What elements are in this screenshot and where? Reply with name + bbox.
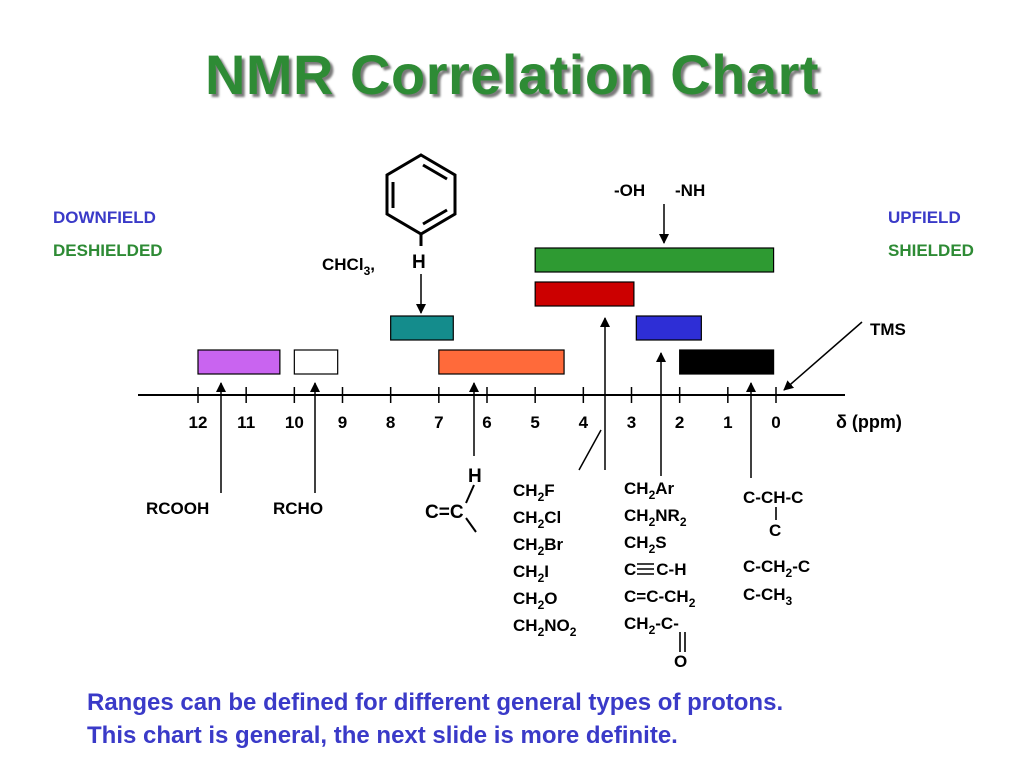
range-bar-allylic	[635, 315, 702, 341]
axis-tick-label: 0	[771, 413, 780, 432]
range-bar-alkyl	[679, 349, 775, 375]
axis-tick-label: 11	[237, 413, 255, 432]
allylic-item: CH2Ar	[624, 479, 675, 502]
allylic-item: CH2S	[624, 533, 667, 556]
benzene-ring-icon	[385, 153, 457, 246]
shielded-label: SHIELDED	[888, 241, 974, 260]
vinyl-bond-up	[465, 484, 475, 504]
axis-tick-label: 12	[189, 413, 208, 432]
oh-label: -OH	[614, 181, 645, 200]
tms-label: TMS	[870, 320, 906, 339]
range-bar-vinyl	[438, 349, 565, 375]
axis-tick-label: 7	[434, 413, 443, 432]
range-bar-rcooh	[197, 349, 281, 375]
halide-item: CH2Cl	[513, 508, 561, 531]
axis-tick-label: 3	[627, 413, 636, 432]
deshielded-label: DESHIELDED	[53, 241, 163, 260]
alkyl-ch3-label: C-CH3	[743, 585, 793, 608]
halide-leader-line	[578, 429, 602, 471]
aromatic-h-label: H	[412, 252, 426, 273]
halide-item: CH2NO2	[513, 616, 577, 639]
triple-bond-icon	[637, 563, 654, 575]
axis-tick-label: 1	[723, 413, 732, 432]
axis-tick-label: 2	[675, 413, 684, 432]
alkyl-ch-label: C-CH-C	[743, 488, 803, 507]
upfield-label: UPFIELD	[888, 208, 961, 227]
rcho-label: RCHO	[273, 499, 323, 518]
range-bars	[197, 247, 775, 375]
allylic-carbonyl-o: O	[674, 652, 687, 671]
halide-item: CH2F	[513, 481, 555, 504]
rcooh-label: RCOOH	[146, 499, 209, 518]
halide-item: CH2Br	[513, 535, 564, 558]
range-bar-halide	[534, 281, 635, 307]
vinyl-label: C=C	[425, 502, 464, 523]
vinyl-h-label: H	[468, 466, 482, 487]
axis-tick-label: 4	[579, 413, 589, 432]
axis-tick-label: 8	[386, 413, 395, 432]
tms-arrow	[783, 321, 863, 391]
axis-tick-label: 9	[338, 413, 347, 432]
allylic-item: CH2NR2	[624, 506, 687, 529]
range-bar-aromatic	[390, 315, 454, 341]
carbonyl-double-bond-icon	[679, 632, 686, 652]
halide-item: CH2O	[513, 589, 557, 612]
footer-line-1: Ranges can be defined for different gene…	[87, 689, 784, 716]
axis-label: δ (ppm)	[836, 412, 902, 432]
footer-text: Ranges can be defined for different gene…	[87, 686, 987, 752]
alkyl-ch2-label: C-CH2-C	[743, 557, 810, 580]
range-bar-oh-nh	[534, 247, 775, 273]
axis-tick-label: 5	[530, 413, 539, 432]
axis-tick-label: 10	[285, 413, 304, 432]
downfield-label: DOWNFIELD	[53, 208, 156, 227]
slide-title: NMR Correlation Chart	[204, 43, 820, 106]
halide-item: CH2I	[513, 562, 549, 585]
footer-line-2: This chart is general, the next slide is…	[87, 722, 678, 749]
chcl3-label: CHCl3,	[322, 255, 375, 278]
allylic-item: C=C-CH2	[624, 587, 696, 610]
vinyl-bond-down	[465, 517, 477, 533]
range-bar-rcho	[293, 349, 339, 375]
allylic-item: CH2-C-	[624, 614, 679, 637]
nh-label: -NH	[675, 181, 705, 200]
axis-tick-label: 6	[482, 413, 491, 432]
alkyl-branch-c: C	[769, 521, 781, 540]
